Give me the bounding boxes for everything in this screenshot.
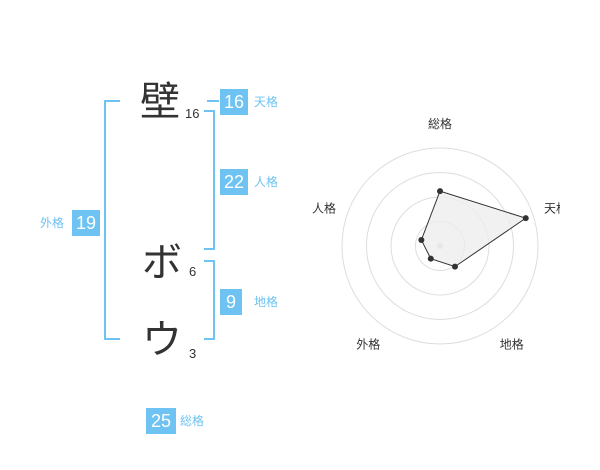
- name-char-1: 壁: [140, 79, 180, 125]
- chikaku-value: 9: [220, 289, 242, 315]
- name-char-2: ボ: [142, 240, 182, 286]
- radar-axis-label-1: 天格: [544, 200, 560, 215]
- jinkaku-bracket-vertical: [213, 110, 215, 250]
- radar-point-2: [451, 263, 458, 270]
- gaikaku-bracket-top: [104, 100, 120, 102]
- gaikaku-label: 外格: [40, 216, 65, 230]
- radar-chart: 総格天格地格 外格 人格: [312, 116, 560, 352]
- chikaku-bracket-vertical: [213, 260, 215, 340]
- jinkaku-value: 22: [220, 169, 248, 195]
- soukaku-value: 25: [146, 408, 176, 434]
- jinkaku-bracket-top: [204, 110, 215, 112]
- radar-point-4: [418, 236, 425, 243]
- tenkaku-connector: [207, 100, 219, 102]
- jinkaku-bracket-bottom: [204, 248, 215, 250]
- chikaku-bracket-bottom: [204, 338, 215, 340]
- chikaku-bracket-top: [204, 260, 215, 262]
- name-char-3: ウ: [142, 317, 182, 363]
- radar-axis-label-0: 総格: [428, 116, 452, 131]
- soukaku-label: 総格: [180, 414, 205, 428]
- radar-axis-label-3: 外格: [356, 337, 380, 352]
- gaikaku-value: 19: [72, 210, 100, 236]
- gaikaku-bracket-vertical: [104, 100, 106, 340]
- radar-polygon: [420, 190, 527, 268]
- stroke-count-2: 6: [189, 264, 197, 279]
- tenkaku-value: 16: [220, 89, 248, 115]
- radar-point-3: [427, 255, 434, 262]
- radar-axis-label-4: 人格: [312, 200, 336, 215]
- tenkaku-label: 天格: [254, 95, 279, 109]
- radar-ring-4: [341, 147, 539, 345]
- gaikaku-bracket-bottom: [104, 338, 120, 340]
- radar-point-1: [522, 215, 529, 222]
- stroke-count-3: 3: [189, 346, 197, 361]
- jinkaku-label: 人格: [254, 175, 279, 189]
- radar-axis-label-2: 地格: [500, 337, 524, 352]
- radar-point-0: [437, 188, 443, 195]
- chikaku-label: 地格: [254, 295, 279, 309]
- stroke-count-1: 16: [185, 106, 200, 121]
- radar-ring-3: [366, 172, 514, 320]
